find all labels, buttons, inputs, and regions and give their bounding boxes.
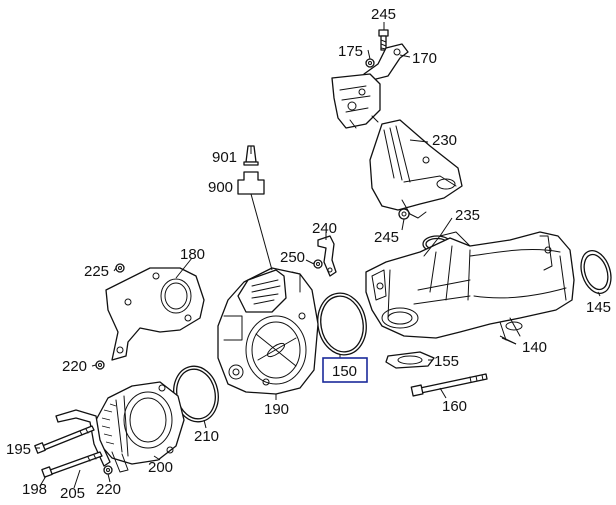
label-220-bottom[interactable]: 220 (96, 481, 121, 498)
label-230[interactable]: 230 (432, 132, 457, 149)
label-180[interactable]: 180 (180, 246, 205, 263)
part-225-bolt[interactable] (115, 263, 125, 273)
part-labels: 245 175 170 230 901 900 240 235 245 180 … (6, 6, 611, 502)
part-245-bolt-mid[interactable] (398, 208, 410, 220)
label-150[interactable]: 150 (332, 363, 357, 380)
label-210[interactable]: 210 (194, 428, 219, 445)
part-170-bracket[interactable] (363, 43, 409, 81)
part-245-bolt-top[interactable] (378, 29, 389, 51)
label-198[interactable]: 198 (22, 481, 47, 498)
label-160[interactable]: 160 (442, 398, 467, 415)
label-195[interactable]: 195 (6, 441, 31, 458)
part-220-bolt-left[interactable] (95, 360, 105, 370)
label-145[interactable]: 145 (586, 299, 611, 316)
upper-actuator-assembly[interactable] (331, 73, 381, 129)
label-901[interactable]: 901 (212, 149, 237, 166)
part-240-bracket[interactable] (317, 235, 337, 277)
label-140[interactable]: 140 (522, 339, 547, 356)
part-205-bolt[interactable] (41, 451, 103, 478)
part-145-seal-ring[interactable] (576, 247, 616, 297)
part-195-bolt[interactable] (34, 425, 95, 454)
label-245-top[interactable]: 245 (371, 6, 396, 23)
part-200-lower-housing[interactable] (95, 381, 185, 473)
label-245-mid[interactable]: 245 (374, 229, 399, 246)
part-160-long-bolt[interactable] (410, 373, 488, 397)
label-240[interactable]: 240 (312, 220, 337, 237)
part-190-throttle-body[interactable] (217, 267, 319, 395)
label-250[interactable]: 250 (280, 249, 305, 266)
part-155-gasket[interactable] (385, 351, 435, 369)
label-235[interactable]: 235 (455, 207, 480, 224)
part-250-bolt[interactable] (313, 259, 323, 269)
part-900-connector[interactable] (237, 171, 265, 195)
label-170[interactable]: 170 (412, 50, 437, 67)
label-175[interactable]: 175 (338, 43, 363, 60)
part-140-intake-pipe[interactable] (365, 231, 575, 341)
part-230-cover[interactable] (369, 119, 463, 219)
part-175-nut[interactable] (365, 58, 375, 68)
highlight-box-150 (322, 357, 368, 383)
label-155[interactable]: 155 (434, 353, 459, 370)
leader-lines (36, 22, 601, 489)
part-150-o-ring[interactable] (313, 289, 371, 358)
part-198-pipe[interactable] (55, 409, 111, 467)
part-180-flange-plate[interactable] (105, 267, 205, 361)
label-220-left[interactable]: 220 (62, 358, 87, 375)
label-190[interactable]: 190 (264, 401, 289, 418)
part-901-screw[interactable] (243, 145, 259, 166)
label-225[interactable]: 225 (84, 263, 109, 280)
label-200[interactable]: 200 (148, 459, 173, 476)
label-900[interactable]: 900 (208, 179, 233, 196)
part-220-bolt-bottom[interactable] (103, 465, 113, 475)
label-205[interactable]: 205 (60, 485, 85, 502)
